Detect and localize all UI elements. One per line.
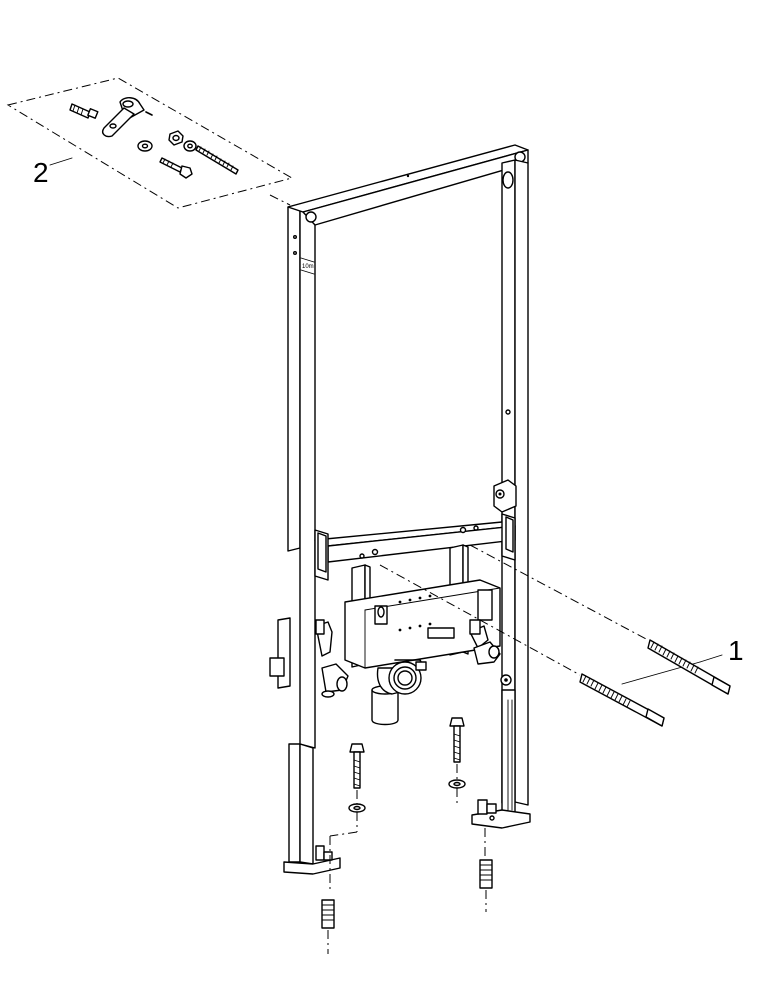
axis-line-rod-lower xyxy=(379,564,581,676)
frame-marking-label: 10m xyxy=(302,264,314,270)
hex-nut xyxy=(168,130,184,146)
floor-anchors-left xyxy=(321,743,366,954)
fixing-kit-group: 2 xyxy=(6,77,294,209)
hex-bolt-left xyxy=(349,743,365,753)
floor-anchors-right xyxy=(448,717,493,912)
washer-small xyxy=(137,140,153,152)
axis-line-kit xyxy=(269,194,291,206)
fixing-kit-dashed-box xyxy=(6,77,294,209)
leader-line-1 xyxy=(699,654,723,663)
wall-plug-left xyxy=(321,899,335,929)
wall-plug-small xyxy=(69,103,99,119)
top-rail xyxy=(287,144,529,213)
hex-bolt-right xyxy=(449,717,465,727)
threaded-rod-short xyxy=(195,145,239,175)
mounting-plate xyxy=(344,579,501,669)
callout-label-2: 2 xyxy=(33,157,49,188)
leader-line-2 xyxy=(49,157,73,166)
hex-bolt-small xyxy=(159,157,193,179)
mounting-frame: 10m xyxy=(269,144,531,875)
threaded-rods-group: 1 xyxy=(379,544,744,727)
drain-elbow xyxy=(371,659,427,726)
water-connections xyxy=(315,605,501,698)
washer-medium xyxy=(183,140,197,152)
left-post xyxy=(287,203,301,552)
height-adjust-bracket xyxy=(493,479,517,513)
left-foot xyxy=(283,857,341,875)
wall-plug-right xyxy=(479,859,493,889)
callout-label-1: 1 xyxy=(728,635,744,666)
axis-line-rod-upper xyxy=(469,544,649,641)
angle-bracket xyxy=(102,97,153,138)
